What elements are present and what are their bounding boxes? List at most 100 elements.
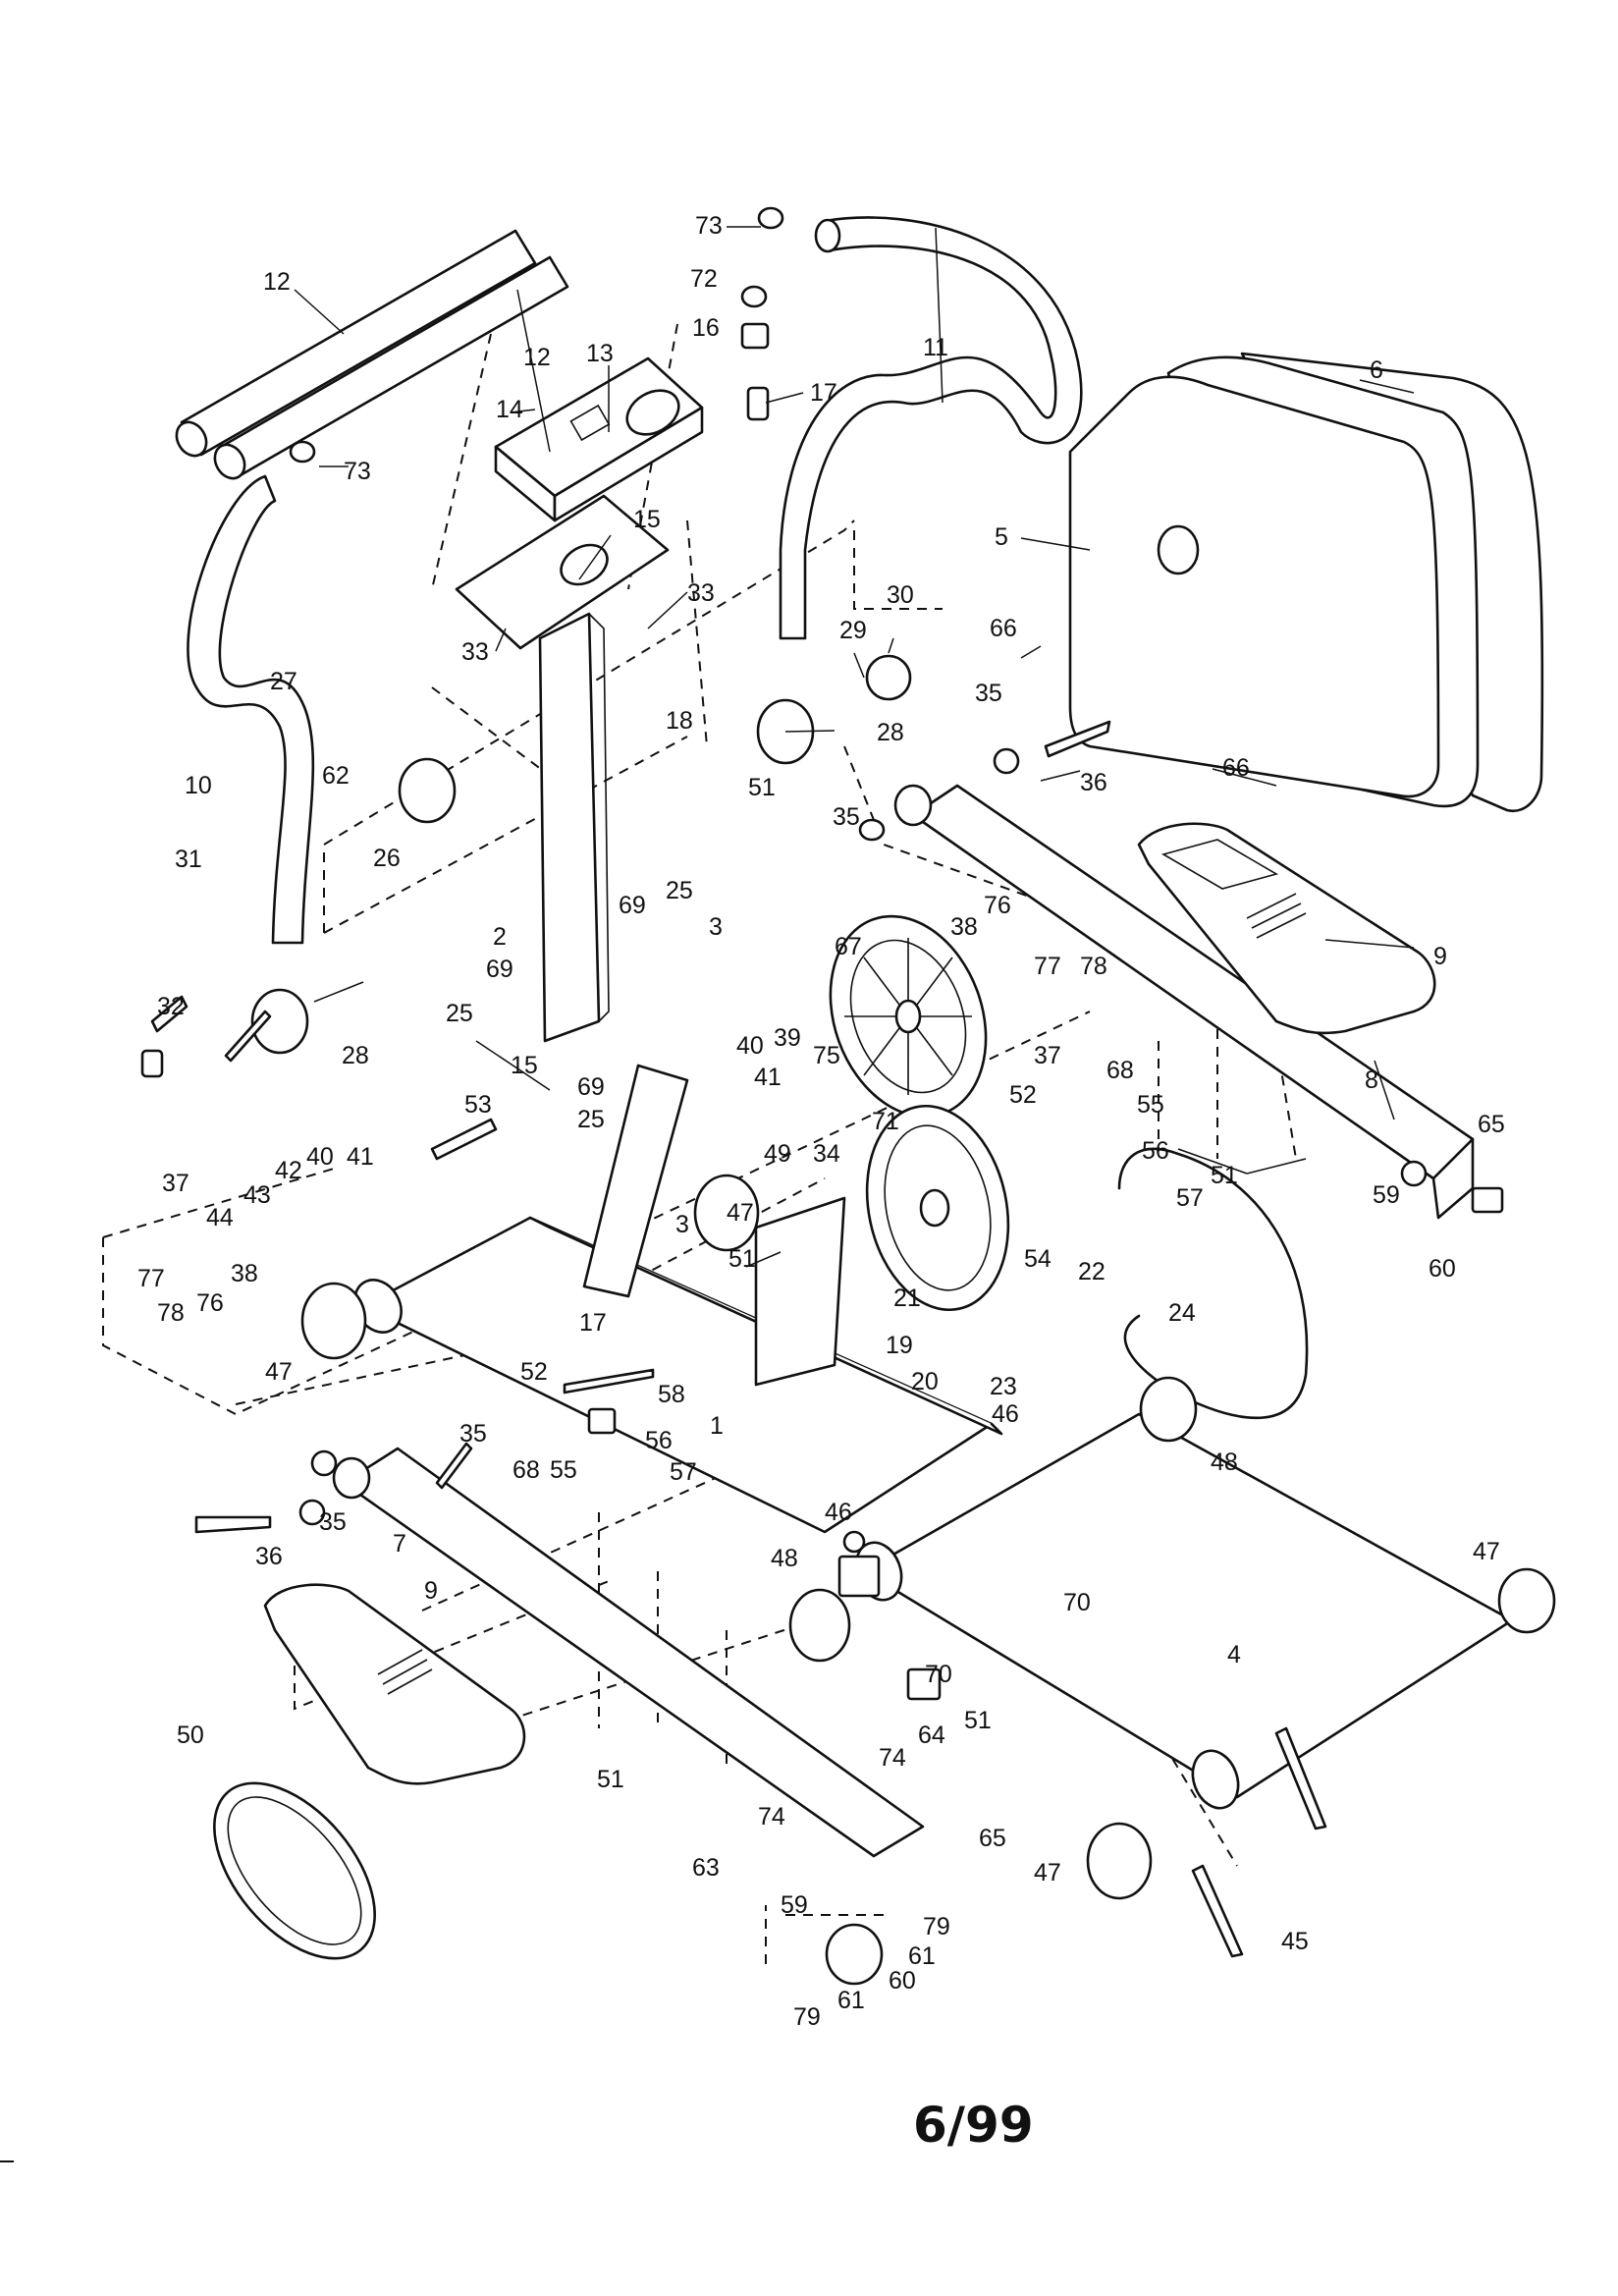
callout-label: 6: [1370, 356, 1383, 384]
console-plate: [455, 494, 670, 650]
callout-label: 17: [810, 379, 837, 407]
callout-label: 56: [1142, 1137, 1169, 1165]
callout-label: 60: [889, 1967, 916, 1995]
callout-label: 69: [577, 1073, 605, 1101]
callout-label: 61: [837, 1987, 865, 2014]
callout-label: 18: [666, 707, 693, 735]
callout-label: 23: [990, 1373, 1017, 1400]
callout-label: 35: [459, 1420, 487, 1448]
callout-label: 73: [344, 458, 371, 485]
console: [494, 356, 704, 522]
callout-label: 65: [979, 1825, 1006, 1852]
callout-label: 35: [833, 803, 860, 831]
callout-label: 67: [835, 933, 862, 960]
callout-label: 27: [270, 668, 297, 695]
right-handlebar: [779, 216, 1083, 640]
callout-label: 51: [964, 1707, 992, 1734]
leader-lines: [294, 226, 1415, 1268]
right-pedal-arm: [893, 784, 1475, 1220]
callout-label: 9: [424, 1577, 438, 1605]
callout-label: 55: [1137, 1091, 1164, 1119]
callout-label: 54: [1024, 1245, 1052, 1273]
callout-label: 35: [319, 1508, 347, 1536]
callout-label: 22: [1078, 1258, 1106, 1285]
callout-label: 79: [793, 2003, 821, 2031]
callout-label: 35: [975, 680, 1002, 707]
callout-label: 56: [645, 1427, 673, 1454]
callout-label: 26: [373, 845, 401, 872]
callout-label: 44: [206, 1204, 234, 1231]
callout-label: 78: [1080, 953, 1107, 980]
callout-label: 21: [893, 1285, 921, 1312]
callout-label: 20: [911, 1368, 939, 1395]
callout-label: 4: [1227, 1641, 1241, 1668]
callout-label: 7: [393, 1530, 406, 1558]
callout-label: 73: [695, 212, 723, 240]
callout-label: 51: [748, 774, 776, 801]
callout-label: 77: [1034, 953, 1061, 980]
callout-label: 40: [306, 1143, 334, 1171]
callout-label: 59: [781, 1891, 808, 1919]
callout-label: 64: [918, 1722, 945, 1749]
side-shields: [1068, 352, 1544, 813]
callout-label: 37: [162, 1170, 189, 1197]
callout-label: 51: [597, 1766, 624, 1793]
callout-label: 1: [710, 1412, 724, 1440]
callout-label: 3: [709, 913, 723, 941]
callout-label: 74: [879, 1744, 906, 1772]
callout-label: 55: [550, 1456, 577, 1484]
callout-label: 70: [925, 1661, 952, 1688]
callout-label: 41: [754, 1064, 782, 1091]
callout-label: 8: [1365, 1066, 1378, 1094]
callout-label: 47: [727, 1199, 754, 1227]
callout-label: 41: [347, 1143, 374, 1171]
callout-label: 13: [586, 340, 614, 367]
callout-label: 38: [231, 1260, 258, 1287]
callout-label: 68: [512, 1456, 540, 1484]
belt: [213, 1781, 376, 1960]
callout-label: 75: [813, 1042, 840, 1069]
callout-label: 77: [137, 1265, 165, 1292]
callout-label: 24: [1168, 1299, 1196, 1327]
callout-label: 59: [1373, 1181, 1400, 1209]
callout-label: 76: [984, 892, 1011, 919]
callout-label: 16: [692, 314, 720, 342]
callout-label: 36: [1080, 769, 1107, 796]
callout-label: 69: [619, 892, 646, 919]
callout-label: 11: [923, 334, 948, 361]
callout-label: 46: [992, 1400, 1019, 1428]
left-pedal-arm: [332, 1447, 925, 1858]
callout-label: 12: [523, 344, 551, 371]
callout-label: 42: [275, 1157, 302, 1184]
pulley: [865, 1104, 1010, 1312]
page-date: 6/99: [913, 2097, 1034, 2154]
drive-belt: [1117, 1147, 1309, 1420]
callout-label: 25: [577, 1106, 605, 1133]
callout-label: 66: [1222, 754, 1250, 782]
callout-label: 72: [690, 265, 718, 293]
callout-label: 47: [1034, 1859, 1061, 1886]
callout-label: 31: [175, 846, 202, 873]
callout-label: 78: [157, 1299, 185, 1327]
callout-label: 5: [995, 523, 1008, 551]
callout-label: 47: [1473, 1538, 1500, 1565]
margin-mark: [0, 2160, 14, 2162]
callout-label: 66: [990, 615, 1017, 642]
callout-label: 14: [496, 396, 523, 423]
callout-label: 76: [196, 1289, 224, 1317]
callout-label: 61: [908, 1942, 936, 1970]
callout-label: 50: [177, 1722, 204, 1749]
callout-label: 36: [255, 1543, 283, 1570]
callout-label: 51: [1211, 1162, 1238, 1189]
callout-label: 25: [666, 877, 693, 904]
callout-label: 37: [1034, 1042, 1061, 1069]
callout-label: 53: [464, 1091, 492, 1119]
callout-label: 28: [877, 719, 904, 746]
callout-label: 48: [1211, 1449, 1238, 1476]
callout-label: 25: [446, 1000, 473, 1027]
callout-label: 12: [263, 268, 291, 296]
callout-label: 32: [157, 993, 185, 1020]
callout-label: 46: [825, 1499, 852, 1526]
callout-label: 19: [886, 1332, 913, 1359]
